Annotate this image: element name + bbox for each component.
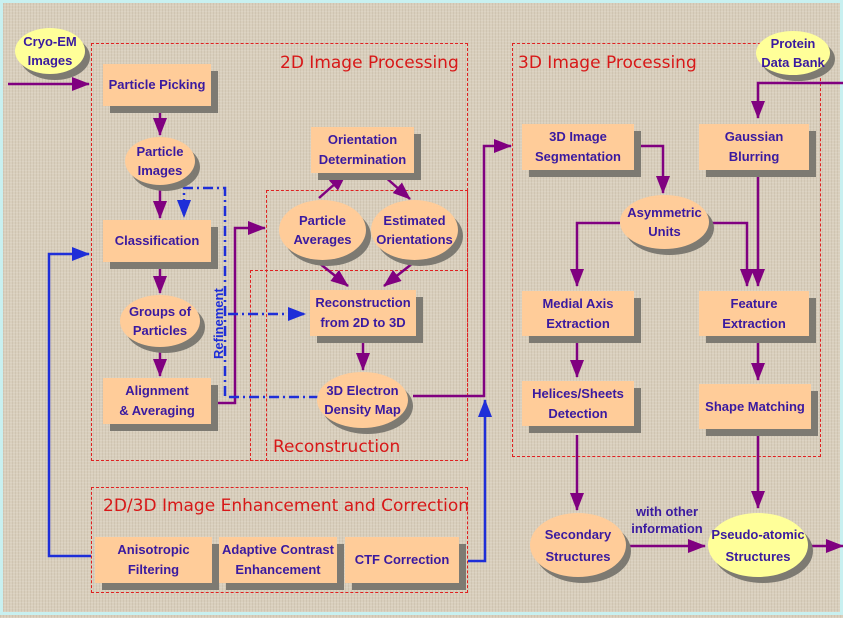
region-title-2d: 2D Image Processing [280, 53, 459, 73]
region-3d-image-processing [512, 43, 821, 457]
node-alignment-averaging[interactable]: Alignment& Averaging [103, 378, 211, 424]
node-ctf-correction[interactable]: CTF Correction [345, 537, 459, 583]
node-classification[interactable]: Classification [103, 220, 211, 262]
region-title-enhancement: 2D/3D Image Enhancement and Correction [103, 496, 470, 516]
node-particle-picking[interactable]: Particle Picking [103, 64, 211, 106]
arrow-ctf-to-map [468, 399, 492, 563]
annotation-with-other-information: with other information [631, 504, 703, 536]
region-title-3d: 3D Image Processing [518, 53, 697, 73]
region-title-reconstruction: Reconstruction [273, 437, 401, 457]
label-refinement: Refinement [211, 288, 226, 359]
node-shape-matching[interactable]: Shape Matching [699, 384, 811, 429]
region-enhancement [91, 487, 468, 593]
arrow-anisotropic-to-classification [47, 247, 91, 558]
